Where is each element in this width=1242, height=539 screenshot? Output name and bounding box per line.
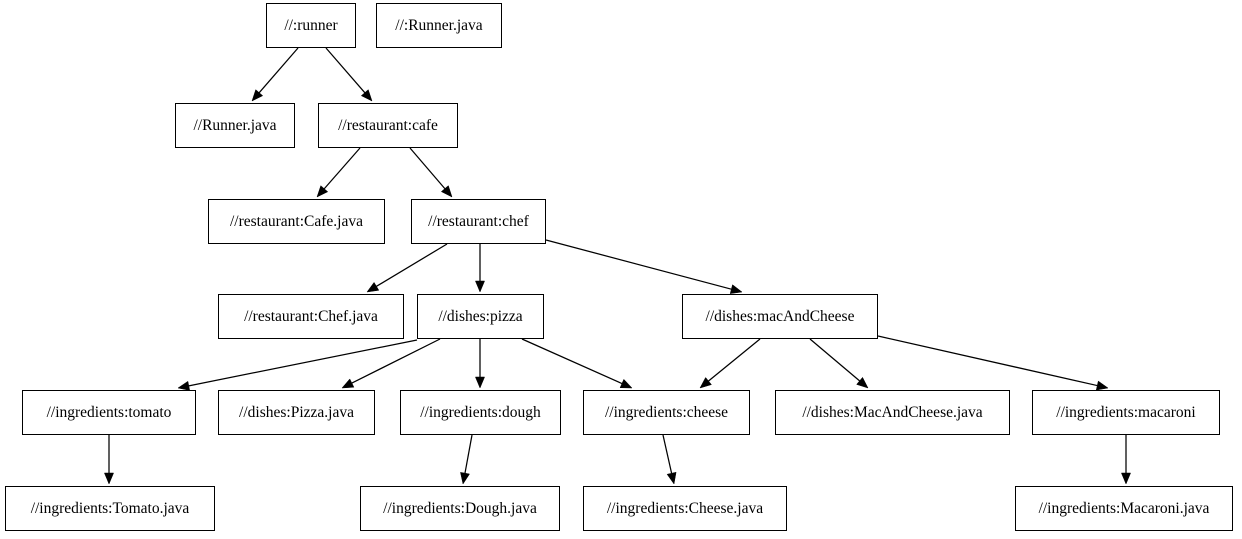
- edge-arrowhead-icon: [619, 378, 633, 389]
- graph-node-dishes_pizza[interactable]: //dishes:pizza: [417, 294, 544, 339]
- graph-node-macaroni_java[interactable]: //ingredients:Macaroni.java: [1015, 486, 1233, 531]
- graph-node-label: //ingredients:Tomato.java: [30, 499, 190, 517]
- graph-node-label: //restaurant:chef: [428, 212, 529, 230]
- edge-line: [376, 243, 448, 287]
- graph-edge-dishes_pizza-to-pizza_java: [341, 338, 441, 389]
- graph-edge-restaurant_cafe-to-restaurant_chef: [409, 147, 453, 198]
- edge-arrowhead-icon: [729, 284, 743, 294]
- graph-node-ing_dough[interactable]: //ingredients:dough: [400, 390, 561, 435]
- graph-node-restaurant_chef[interactable]: //restaurant:chef: [411, 199, 546, 244]
- edge-line: [464, 434, 473, 474]
- graph-node-label: //dishes:Pizza.java: [239, 403, 354, 421]
- edge-line: [545, 239, 732, 290]
- edge-arrowhead-icon: [360, 89, 373, 102]
- edge-line: [521, 338, 623, 385]
- graph-edge-dishes_mac-to-mac_java: [809, 338, 869, 389]
- graph-node-runner_java_root[interactable]: //:Runner.java: [376, 3, 502, 48]
- graph-node-label: //ingredients:Dough.java: [383, 499, 537, 517]
- graph-edge-dishes_mac-to-ing_cheese: [699, 338, 761, 389]
- graph-node-label: //ingredients:Cheese.java: [606, 499, 764, 517]
- edge-arrowhead-icon: [341, 378, 355, 389]
- graph-node-ing_macaroni[interactable]: //ingredients:macaroni: [1032, 390, 1220, 435]
- graph-node-mac_java[interactable]: //dishes:MacAndCheese.java: [775, 390, 1010, 435]
- graph-edge-restaurant_cafe-to-cafe_java: [316, 147, 361, 198]
- graph-node-label: //ingredients:macaroni: [1056, 403, 1196, 421]
- graph-node-label: //ingredients:cheese: [604, 403, 729, 421]
- graph-node-label: //restaurant:cafe: [338, 116, 438, 134]
- edge-arrowhead-icon: [699, 377, 712, 389]
- graph-node-label: //:Runner.java: [395, 16, 483, 34]
- graph-node-tomato_java[interactable]: //ingredients:Tomato.java: [5, 486, 215, 531]
- graph-edge-ing_macaroni-to-macaroni_java: [1121, 435, 1131, 485]
- graph-edge-runner-to-restaurant_cafe: [325, 47, 373, 102]
- edge-arrowhead-icon: [1095, 380, 1109, 391]
- edge-arrowhead-icon: [460, 472, 470, 485]
- edge-arrowhead-icon: [104, 472, 114, 485]
- graph-node-dough_java[interactable]: //ingredients:Dough.java: [360, 486, 560, 531]
- graph-node-label: //dishes:MacAndCheese.java: [802, 403, 983, 421]
- edge-arrowhead-icon: [366, 281, 380, 293]
- graph-edge-dishes_pizza-to-ing_cheese: [521, 338, 633, 389]
- edge-line: [809, 338, 861, 382]
- edge-arrowhead-icon: [251, 89, 264, 102]
- edge-arrowhead-icon: [440, 185, 453, 198]
- graph-node-label: //ingredients:dough: [420, 403, 541, 421]
- edge-line: [351, 338, 441, 384]
- graph-edge-restaurant_chef-to-dishes_pizza: [475, 244, 485, 293]
- graph-node-dishes_mac[interactable]: //dishes:macAndCheese: [682, 294, 878, 339]
- graph-node-label: //restaurant:Cafe.java: [230, 212, 363, 230]
- graph-node-ing_cheese[interactable]: //ingredients:cheese: [583, 390, 750, 435]
- edge-arrowhead-icon: [1121, 472, 1131, 485]
- graph-edge-dishes_pizza-to-ing_tomato: [177, 339, 418, 391]
- graph-node-label: //restaurant:Chef.java: [244, 307, 378, 325]
- edge-arrowhead-icon: [856, 376, 869, 389]
- edge-arrowhead-icon: [177, 380, 191, 391]
- graph-node-runner_java[interactable]: //Runner.java: [175, 103, 295, 148]
- edge-line: [325, 47, 366, 94]
- graph-edge-ing_cheese-to-cheese_java: [662, 434, 677, 485]
- graph-edge-restaurant_chef-to-chef_java: [366, 243, 448, 293]
- graph-node-pizza_java[interactable]: //dishes:Pizza.java: [218, 390, 375, 435]
- graph-node-label: //Runner.java: [193, 116, 277, 134]
- graph-edge-restaurant_chef-to-dishes_mac: [545, 239, 743, 294]
- graph-node-ing_tomato[interactable]: //ingredients:tomato: [22, 390, 196, 435]
- graph-edge-ing_tomato-to-tomato_java: [104, 435, 114, 485]
- graph-edge-dishes_mac-to-ing_macaroni: [877, 335, 1109, 391]
- graph-edge-dishes_pizza-to-ing_dough: [475, 339, 485, 389]
- graph-node-label: //dishes:pizza: [438, 307, 523, 325]
- graph-node-label: //:runner: [284, 16, 338, 34]
- graph-edge-ing_dough-to-dough_java: [460, 434, 473, 485]
- graph-node-runner[interactable]: //:runner: [266, 3, 356, 48]
- graph-node-restaurant_cafe[interactable]: //restaurant:cafe: [318, 103, 458, 148]
- edge-arrowhead-icon: [666, 471, 677, 485]
- edge-line: [708, 338, 761, 382]
- edge-line: [877, 335, 1098, 387]
- graph-node-chef_java[interactable]: //restaurant:Chef.java: [218, 294, 404, 339]
- edge-arrowhead-icon: [316, 185, 329, 198]
- graph-node-cheese_java[interactable]: //ingredients:Cheese.java: [583, 486, 787, 531]
- edge-line: [258, 47, 299, 94]
- graph-node-label: //dishes:macAndCheese: [705, 307, 855, 325]
- graph-node-label: //ingredients:tomato: [46, 403, 172, 421]
- graph-node-label: //ingredients:Macaroni.java: [1038, 499, 1210, 517]
- edge-line: [662, 434, 673, 474]
- edge-arrowhead-icon: [475, 376, 485, 389]
- edge-line: [323, 147, 361, 190]
- edge-line: [409, 147, 446, 190]
- graph-edge-runner-to-runner_java: [251, 47, 299, 102]
- edge-line: [188, 339, 418, 387]
- graph-node-cafe_java[interactable]: //restaurant:Cafe.java: [208, 199, 385, 244]
- edge-arrowhead-icon: [475, 280, 485, 293]
